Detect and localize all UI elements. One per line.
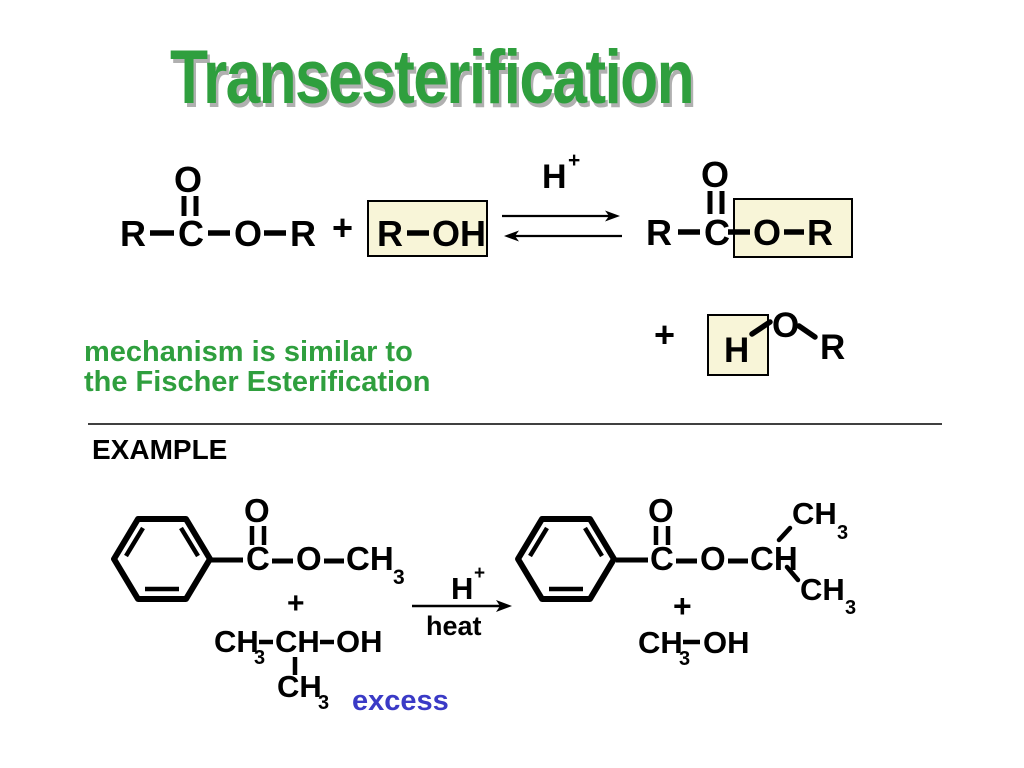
- catalyst-h: H: [542, 158, 567, 196]
- note-line1: mechanism is similar to: [84, 336, 413, 368]
- group-ch: CH: [638, 625, 683, 660]
- diagonal-bond: [796, 323, 818, 340]
- atom-r: R: [377, 213, 403, 254]
- subscript-3: 3: [845, 597, 857, 619]
- page-title: Transesterification: [170, 35, 695, 120]
- subscript-3: 3: [837, 522, 849, 544]
- subscript-3: 3: [679, 648, 691, 670]
- catalyst-charge: +: [474, 563, 486, 584]
- benzene-ring: [111, 516, 213, 602]
- group-ch: CH: [214, 624, 259, 659]
- group-ch: CH: [275, 624, 320, 659]
- atom-o: O: [753, 212, 782, 253]
- subscript-3: 3: [318, 692, 330, 714]
- diagonal-bond: [776, 525, 793, 543]
- group-ch: CH: [346, 540, 394, 577]
- atom-o: O: [244, 492, 270, 529]
- atom-o: O: [700, 540, 726, 577]
- plus-sign: +: [654, 314, 676, 355]
- group-oh: OH: [336, 624, 383, 659]
- aromatic-inner-bond: [124, 526, 145, 558]
- example-label: EXAMPLE: [92, 434, 228, 465]
- catalyst-h: H: [451, 571, 474, 606]
- highlight-box-h: [707, 314, 769, 376]
- aromatic-inner-bond: [179, 526, 200, 558]
- aromatic-inner-bond: [583, 526, 604, 558]
- atom-o: O: [296, 540, 322, 577]
- arrowhead-right: [605, 210, 620, 222]
- plus-sign: +: [332, 207, 354, 248]
- subscript-3: 3: [254, 647, 266, 669]
- atom-o: O: [234, 213, 263, 254]
- excess-label: excess: [352, 685, 449, 717]
- group-ch: CH: [792, 496, 837, 531]
- atom-r: R: [646, 212, 672, 253]
- atom-c: C: [650, 540, 674, 577]
- atom-r: R: [290, 213, 316, 254]
- diagonal-bond: [749, 319, 773, 337]
- catalyst-charge: +: [568, 149, 581, 172]
- benzene-ring: [515, 516, 617, 602]
- arrowhead-left: [504, 230, 519, 242]
- plus-sign: +: [287, 587, 305, 620]
- atom-h: H: [724, 331, 750, 370]
- highlight-box-alcohol: [367, 200, 488, 257]
- atom-o: O: [772, 306, 800, 345]
- atom-r: R: [820, 328, 846, 367]
- aromatic-inner-bond: [528, 526, 549, 558]
- atom-o: O: [648, 492, 674, 529]
- atom-r: R: [807, 212, 833, 253]
- diagonal-bond: [784, 564, 801, 583]
- atom-o: O: [701, 154, 730, 195]
- atom-c: C: [246, 540, 270, 577]
- group-oh: OH: [703, 625, 750, 660]
- group-ch: CH: [800, 572, 845, 607]
- atom-oh: OH: [432, 213, 486, 254]
- group-ch: CH: [277, 669, 322, 704]
- highlight-box-ester-or: [733, 198, 853, 258]
- arrowhead-right: [496, 600, 512, 612]
- group-ch: CH: [750, 540, 798, 577]
- atom-r: R: [120, 213, 146, 254]
- atom-o: O: [174, 159, 203, 200]
- heat-label: heat: [426, 611, 482, 641]
- subscript-3: 3: [393, 566, 405, 589]
- note-line2: the Fischer Esterification: [84, 366, 431, 398]
- atom-c: C: [178, 213, 204, 254]
- plus-sign: +: [673, 588, 692, 624]
- atom-c: C: [704, 212, 730, 253]
